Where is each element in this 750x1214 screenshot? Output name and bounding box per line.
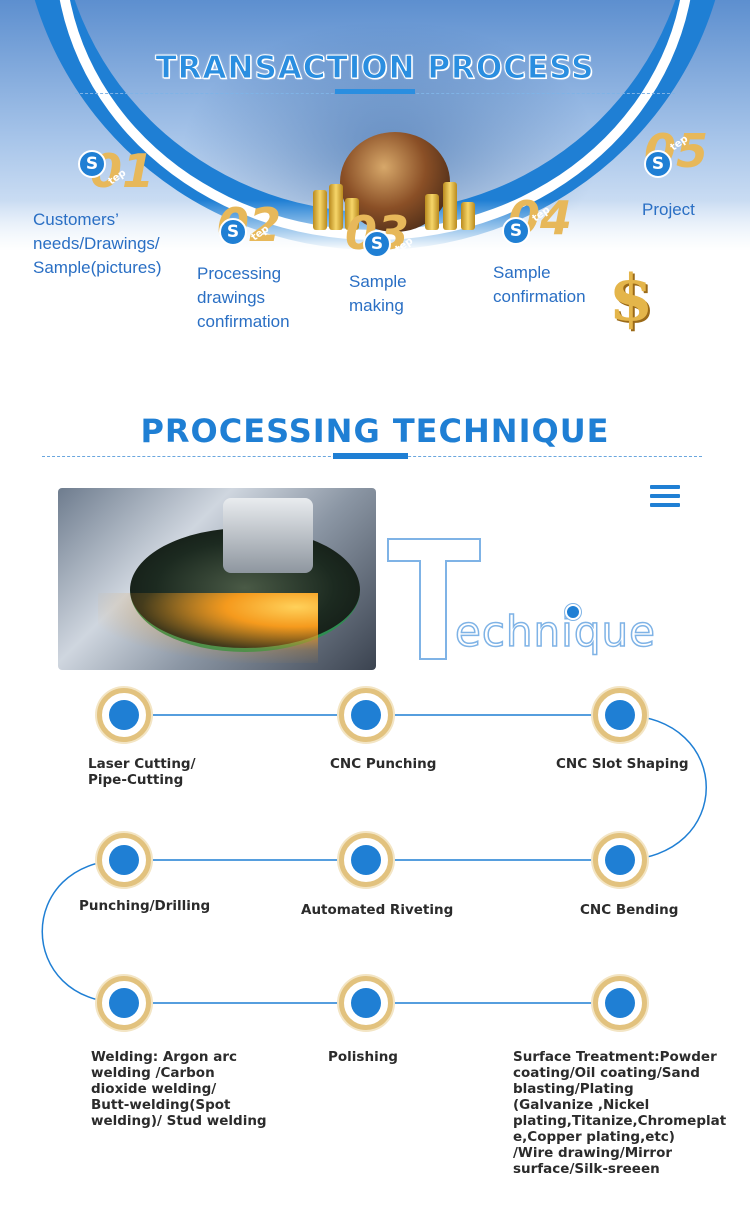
- grinder-hub: [223, 498, 313, 573]
- step-label: Sample confirmation: [493, 263, 586, 306]
- technique-flowchart: Laser Cutting/Pipe-Cutting CNC Punching …: [0, 680, 750, 1200]
- label-punching-drilling: Punching/Drilling: [79, 898, 211, 914]
- coin-stacks-image: [295, 180, 485, 230]
- node-laser-cutting: [97, 688, 151, 742]
- dollar-sign-icon: $: [608, 261, 654, 336]
- node-cnc-bending: [593, 833, 647, 887]
- node-cnc-slot-shaping: [593, 688, 647, 742]
- label-cnc-bending: CNC Bending: [580, 902, 679, 918]
- step-s-icon: S: [219, 218, 247, 246]
- step-s-icon: S: [363, 230, 391, 258]
- transaction-process-section: TRANSACTION PROCESS 01 S tep Customers’ …: [0, 0, 750, 360]
- label-cnc-slot-shaping: CNC Slot Shaping: [556, 756, 689, 772]
- label-automated-riveting: Automated Riveting: [301, 902, 454, 918]
- node-punching-drilling: [97, 833, 151, 887]
- node-welding: [97, 976, 151, 1030]
- wordmark-text: echnique: [454, 607, 656, 657]
- technique-wordmark: echnique: [387, 538, 687, 660]
- step-label: Project: [642, 200, 695, 219]
- hamburger-menu-icon[interactable]: [650, 485, 680, 507]
- wordmark-t-bar: [387, 538, 481, 562]
- angle-grinder-photo: [58, 488, 376, 670]
- wordmark-t-stem: [419, 560, 447, 660]
- node-automated-riveting: [339, 833, 393, 887]
- label-surface-treatment: Surface Treatment:Powder coating/Oil coa…: [513, 1049, 727, 1177]
- processing-technique-title: PROCESSING TECHNIQUE: [140, 412, 610, 450]
- transaction-title-banner: TRANSACTION PROCESS: [0, 50, 750, 87]
- step-label: Customers’ needs/Drawings/ Sample(pictur…: [33, 210, 162, 277]
- transaction-title: TRANSACTION PROCESS: [155, 50, 595, 87]
- node-cnc-punching: [339, 688, 393, 742]
- step-label: Processing drawings confirmation: [197, 264, 290, 331]
- sparks: [98, 593, 318, 663]
- step-s-icon: S: [502, 217, 530, 245]
- node-surface-treatment: [593, 976, 647, 1030]
- label-welding: Welding: Argon arc welding /Carbon dioxi…: [91, 1049, 267, 1129]
- label-cnc-punching: CNC Punching: [330, 756, 437, 772]
- step-label: Sample making: [349, 272, 407, 315]
- label-polishing: Polishing: [328, 1049, 398, 1065]
- step-s-icon: S: [78, 150, 106, 178]
- wordmark-dot: [565, 604, 581, 620]
- label-laser-cutting: Laser Cutting/Pipe-Cutting: [88, 756, 196, 788]
- title-divider-mark: [335, 89, 415, 94]
- technique-divider-mark: [333, 453, 408, 459]
- node-polishing: [339, 976, 393, 1030]
- step-s-icon: S: [644, 150, 672, 178]
